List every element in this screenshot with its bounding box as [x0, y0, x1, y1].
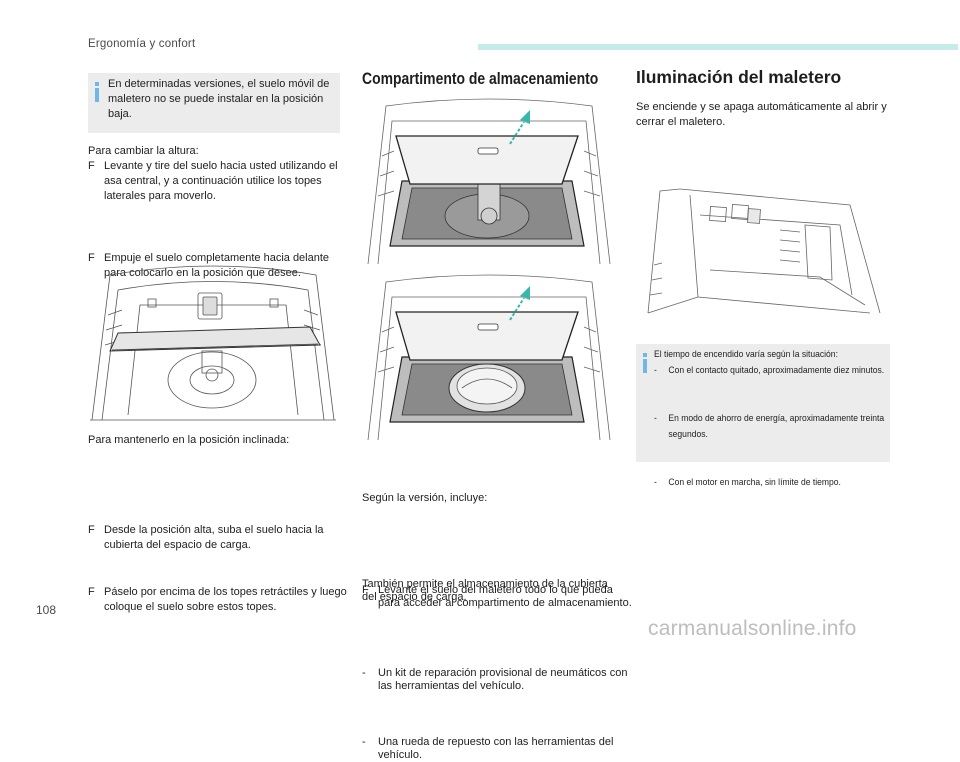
incline-intro: Para mantenerlo en la posición inclinada… [88, 434, 290, 446]
bullet-marker: F [88, 252, 95, 264]
info-box-left: En determinadas versiones, el suelo móvi… [88, 73, 340, 133]
dash-marker: - [362, 667, 366, 679]
step-text: Empuje el suelo completamente hacia dela… [104, 252, 330, 279]
item-text: Con el motor en marcha, sin límite de ti… [668, 477, 841, 488]
info-box-lead: El tiempo de encendido varía según la si… [654, 349, 838, 360]
trunk-lighting-intro: Se enciende y se apaga automáticamente a… [636, 101, 887, 128]
version-intro: Según la versión, incluye: [362, 492, 488, 504]
trunk-lighting-illustration [640, 185, 885, 315]
version-item-2: - Una rueda de repuesto con las herramie… [362, 736, 632, 762]
section-accent-bar [478, 44, 958, 50]
dash-marker: - [654, 365, 657, 376]
dash-marker: - [362, 736, 366, 748]
item-text: Una rueda de repuesto con las herramient… [378, 736, 614, 761]
storage-closing: También permite el almacenamiento de la … [362, 578, 608, 603]
step-text: Levante el suelo del maletero todo lo qu… [378, 584, 632, 609]
info-box-right: El tiempo de encendido varía según la si… [636, 344, 890, 488]
item-text: Con el contacto quitado, aproximadamente… [668, 365, 885, 376]
trunk-lighting-heading: Iluminación del maletero [636, 67, 842, 87]
section-title: Ergonomía y confort [88, 38, 196, 50]
page-number: 108 [36, 603, 57, 617]
dash-marker: - [654, 413, 657, 424]
storage-compartment-illustration-2 [362, 272, 616, 442]
storage-step: F Levante el suelo del maletero todo lo … [362, 584, 632, 610]
info-box-item-3: - Con el motor en marcha, sin límite de … [654, 475, 875, 491]
step-text: Páselo por encima de los topes retráctil… [104, 586, 347, 613]
info-box-item-2: - En modo de ahorro de energía, aproxima… [654, 411, 902, 443]
change-height-step-1: F Levante y tire del suelo hacia usted u… [88, 159, 354, 204]
version-item-1: - Un kit de reparación provisional de ne… [362, 667, 632, 693]
storage-compartment-heading: Compartimento de almacenamiento [362, 69, 599, 88]
storage-compartment-illustration-1 [362, 96, 616, 266]
step-text: Levante y tire del suelo hacia usted uti… [104, 160, 338, 202]
step-text: Desde la posición alta, suba el suelo ha… [104, 524, 324, 551]
dash-marker: - [654, 477, 657, 488]
bullet-marker: F [88, 586, 95, 598]
item-text: En modo de ahorro de energía, aproximada… [668, 413, 885, 440]
trunk-floor-inclined-illustration [88, 255, 338, 425]
change-height-intro: Para cambiar la altura: [88, 145, 199, 157]
incline-step-2: F Páselo por encima de los topes retráct… [88, 585, 356, 615]
bullet-marker: F [88, 524, 95, 536]
bullet-marker: F [88, 160, 95, 172]
item-text: Un kit de reparación provisional de neum… [378, 667, 628, 692]
info-icon [95, 82, 99, 102]
info-box-text: En determinadas versiones, el suelo móvi… [108, 78, 330, 120]
bullet-marker: F [362, 584, 369, 596]
change-height-step-2: F Empuje el suelo completamente hacia de… [88, 251, 354, 281]
incline-step-1: F Desde la posición alta, suba el suelo … [88, 523, 356, 553]
info-box-item-1: - Con el contacto quitado, aproximadamen… [654, 363, 902, 379]
watermark: carmanualsonline.info [648, 617, 857, 640]
info-icon [643, 353, 647, 373]
